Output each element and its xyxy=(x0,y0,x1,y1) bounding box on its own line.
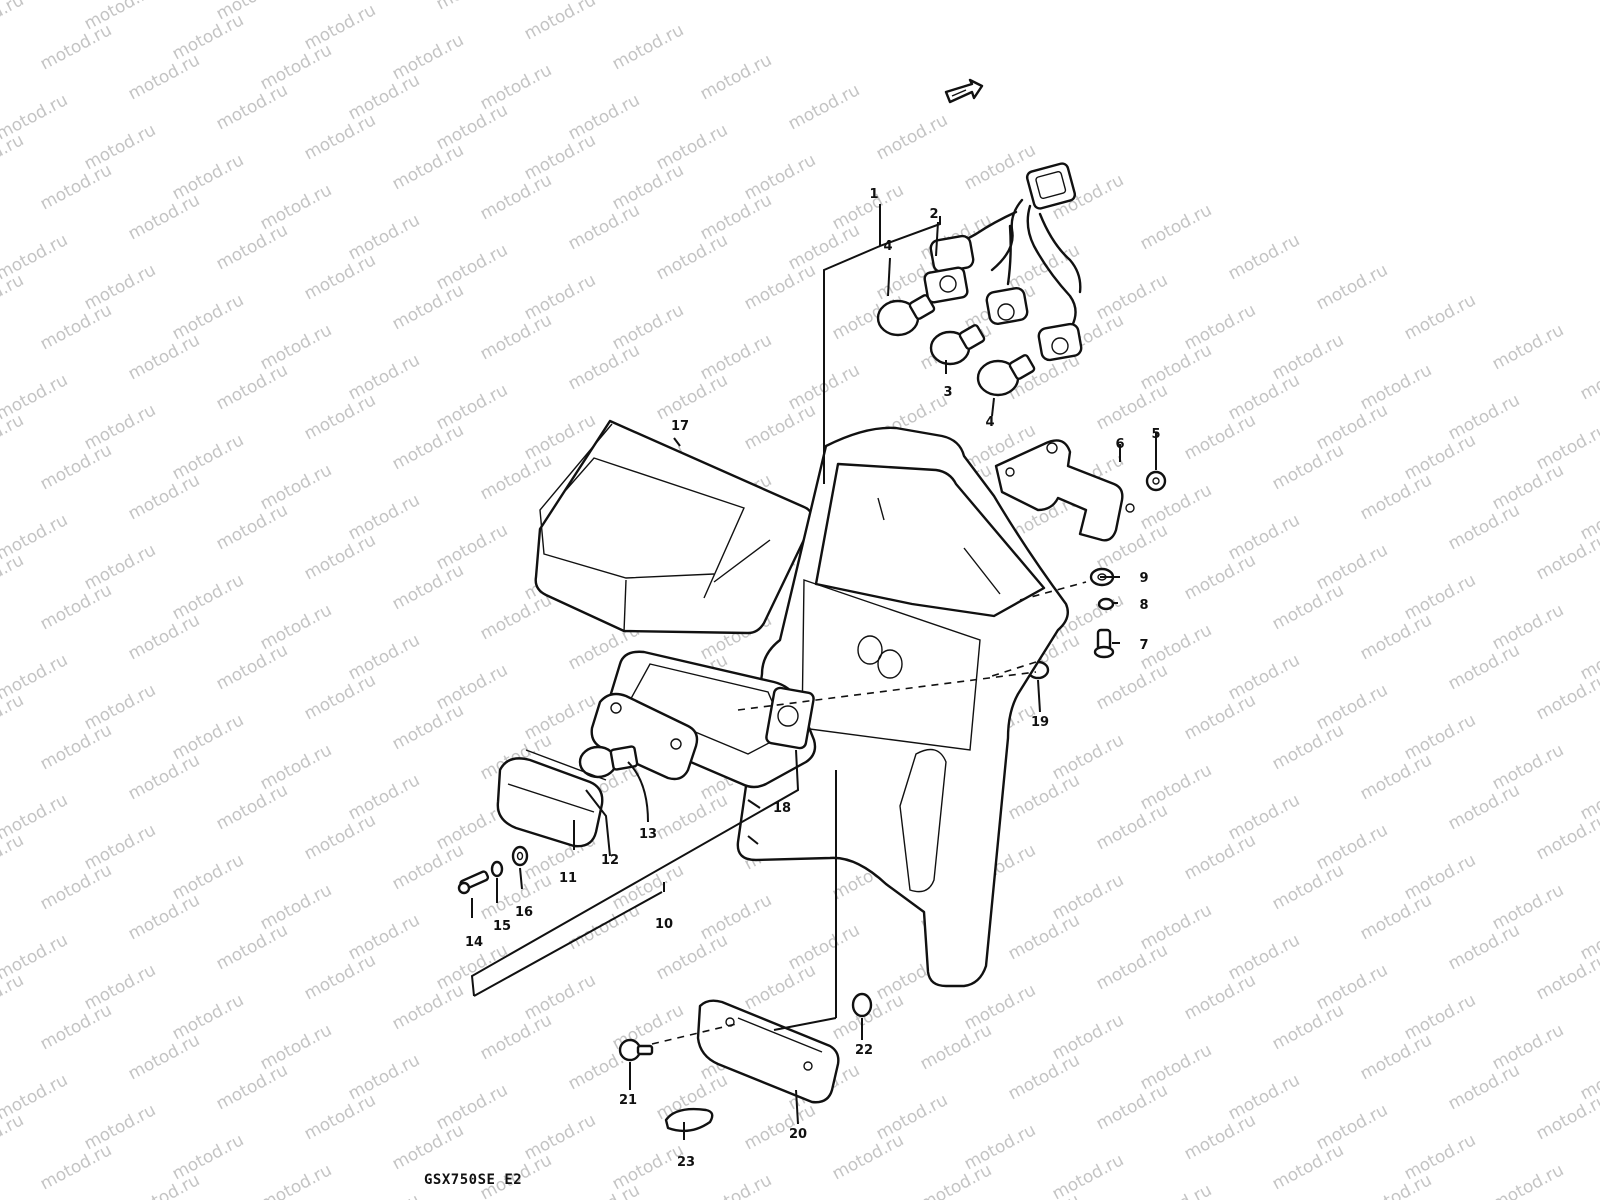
callout-13: 13 xyxy=(639,827,657,842)
callout-18: 18 xyxy=(773,801,791,816)
model-code-label: GSX750SE E2 xyxy=(424,1172,523,1188)
callout-11: 11 xyxy=(559,871,577,886)
mounting-bracket xyxy=(994,439,1135,542)
leader-lines xyxy=(470,204,1157,1140)
callout-12: 12 xyxy=(601,853,619,868)
lamp-housing xyxy=(604,650,817,789)
callout-22: 22 xyxy=(855,1043,873,1058)
callout-19: 19 xyxy=(1031,715,1049,730)
callout-4: 4 xyxy=(985,415,994,430)
callout-15: 15 xyxy=(493,919,511,934)
tail-cowl-frame xyxy=(736,426,1069,988)
callout-16: 16 xyxy=(515,905,533,920)
callout-20: 20 xyxy=(789,1127,807,1142)
callout-9: 9 xyxy=(1139,571,1148,586)
callout-17: 17 xyxy=(671,419,689,434)
lamp-lens xyxy=(496,749,607,848)
wiring-harness xyxy=(940,162,1082,328)
lens-washer xyxy=(490,860,504,878)
callout-6: 6 xyxy=(1115,437,1124,452)
front-direction-arrow-icon xyxy=(944,78,984,104)
callout-2: 2 xyxy=(929,207,938,222)
reflector-plate xyxy=(696,999,840,1104)
hardware-washer xyxy=(1089,567,1115,611)
lamp-socket xyxy=(590,692,699,781)
callout-23: 23 xyxy=(677,1155,695,1170)
reflector-lens xyxy=(664,1107,714,1133)
rear-lens-cover xyxy=(534,419,814,635)
callout-8: 8 xyxy=(1139,598,1148,613)
callout-3: 3 xyxy=(943,385,952,400)
bulb-icon xyxy=(876,294,1036,397)
callout-10: 10 xyxy=(655,917,673,932)
callout-labels: 1 2 3 4 4 5 6 7 8 9 10 11 12 13 14 15 16… xyxy=(465,187,1161,1170)
lens-screw xyxy=(457,870,490,895)
callout-21: 21 xyxy=(619,1093,637,1108)
hardware-screw xyxy=(1093,628,1115,659)
callout-7: 7 xyxy=(1139,638,1148,653)
hardware-nut xyxy=(1145,470,1167,492)
lens-nut xyxy=(511,845,529,867)
callout-1: 1 xyxy=(869,187,878,202)
bulb-socket xyxy=(923,234,1083,362)
plate-screw xyxy=(618,1038,654,1062)
callout-4: 4 xyxy=(883,239,892,254)
callout-14: 14 xyxy=(465,935,483,950)
callout-5: 5 xyxy=(1151,427,1160,442)
